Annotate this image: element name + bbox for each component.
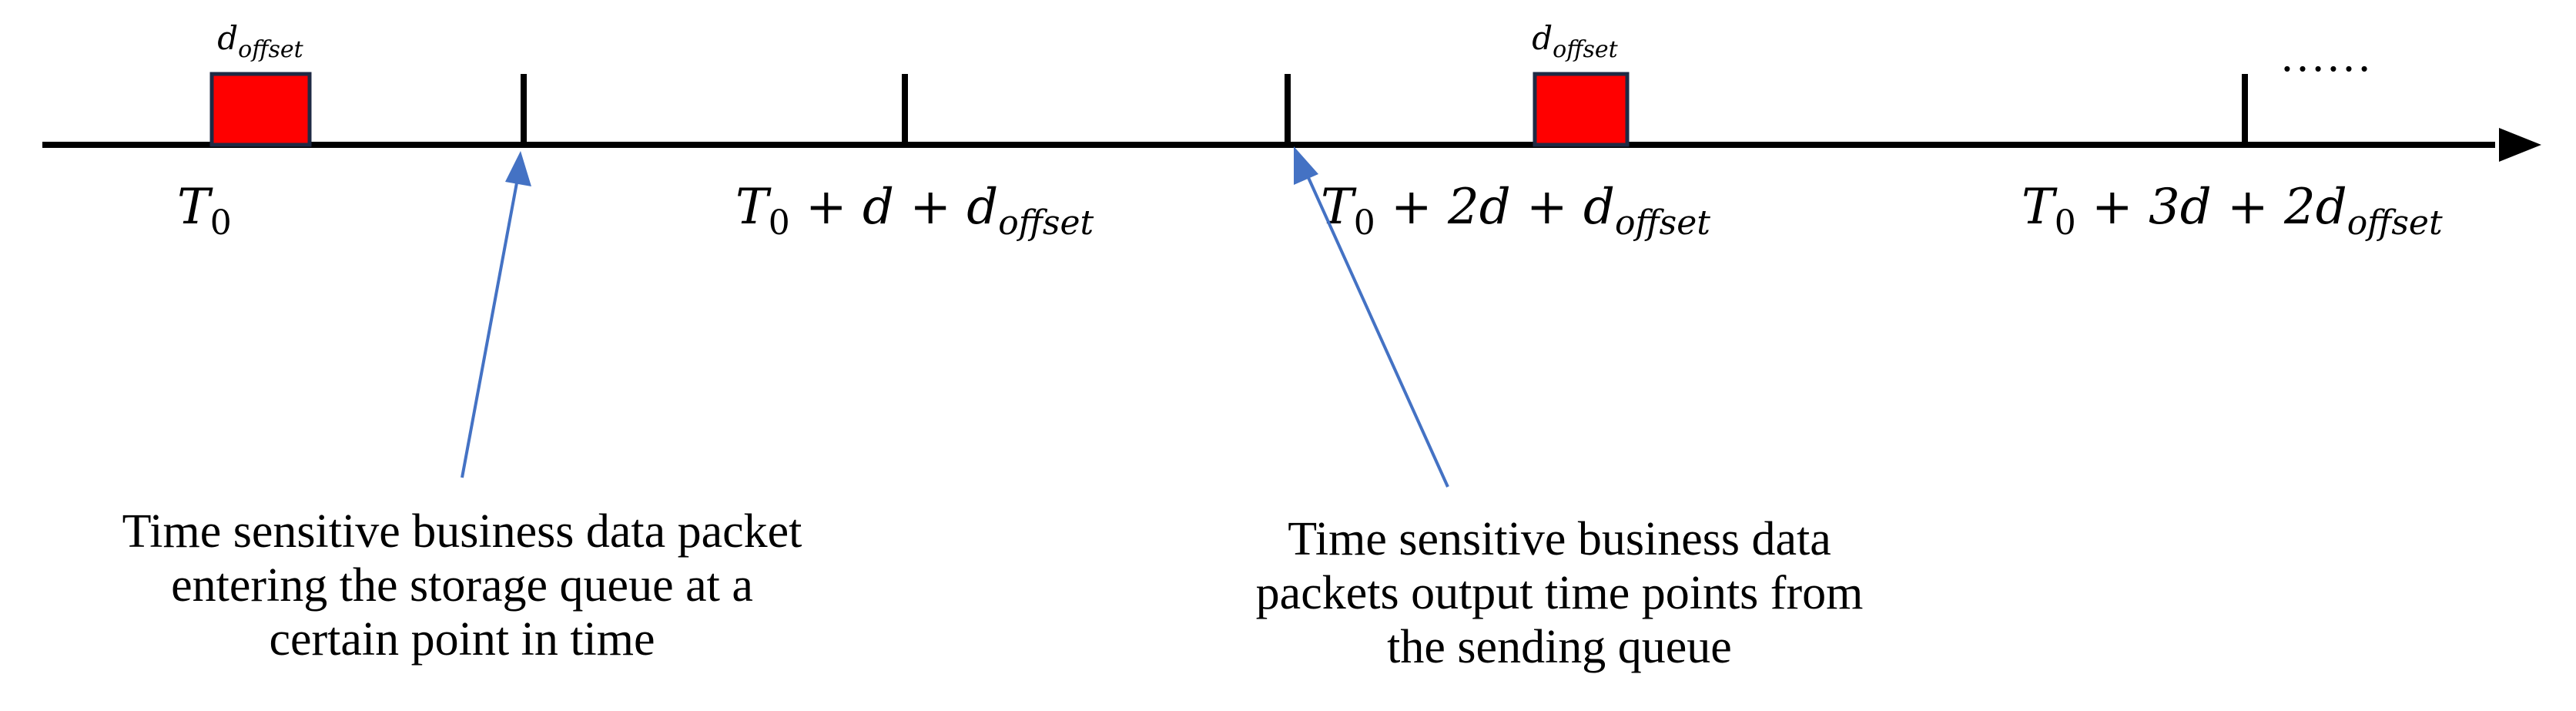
time-label-t0-3d: T0 + 3d + 2doffset [2022, 179, 2443, 243]
caption-line: entering the storage queue at a [171, 559, 753, 612]
time-label-t0-d: T0 + d + doffset [735, 179, 1094, 243]
offset-block-label: doffset [1532, 19, 1618, 63]
pointer-arrow-line [461, 178, 519, 478]
caption-storage-queue-entry: Time sensitive business data packet ente… [0, 505, 924, 666]
offset-block-label: doffset [217, 19, 303, 63]
time-axis-arrowhead [2499, 128, 2541, 162]
caption-line: packets output time points from [1255, 567, 1864, 619]
offset-block [209, 72, 312, 147]
time-label-t0: T0 [177, 179, 232, 243]
caption-sending-queue-output: Time sensitive business data packets out… [1086, 512, 2033, 674]
caption-line: Time sensitive business data [1288, 513, 1831, 565]
pointer-arrowhead [505, 151, 531, 186]
offset-block [1533, 72, 1630, 147]
caption-line: Time sensitive business data packet [122, 505, 802, 558]
pointer-arrow-line [1305, 172, 1449, 488]
continuation-ellipsis: …… [2280, 30, 2372, 81]
caption-line: certain point in time [269, 613, 655, 666]
caption-line: the sending queue [1387, 621, 1732, 673]
time-label-t0-2d: T0 + 2d + doffset [1321, 179, 1710, 243]
pointer-arrowhead [1294, 146, 1318, 185]
